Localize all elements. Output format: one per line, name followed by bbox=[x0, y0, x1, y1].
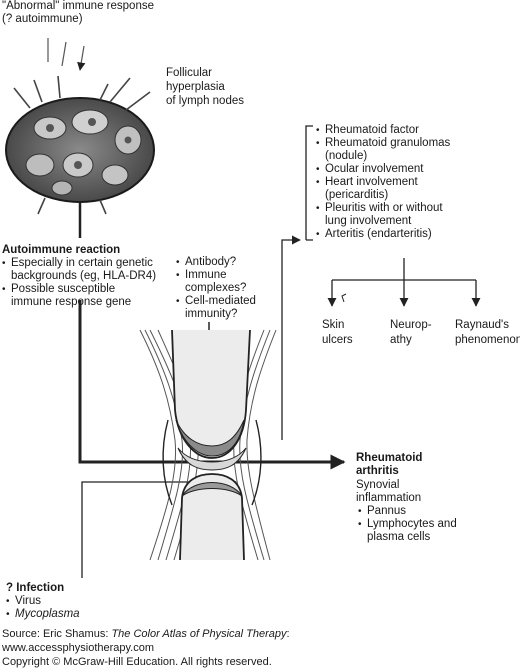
footer-url[interactable]: www.accessphysiotherapy.com bbox=[2, 642, 155, 654]
systemic-item: Pleuritis with or without lung involveme… bbox=[316, 202, 450, 228]
lymph-label-line2: hyperplasia bbox=[166, 81, 225, 93]
outcome-neuropathy: Neurop- athy bbox=[390, 318, 432, 348]
systemic-item: Rheumatoid granulomas (nodule) bbox=[316, 137, 450, 163]
source-prefix: Source: Eric Shamus: bbox=[2, 628, 112, 640]
systemic-connector bbox=[281, 235, 301, 440]
systemic-item: Ocular involvement bbox=[316, 163, 450, 176]
infection-arrow bbox=[81, 477, 237, 578]
outcome-arrows bbox=[327, 258, 481, 307]
infection-block: ? Infection Virus Mycoplasma bbox=[6, 582, 80, 621]
autoimmune-list: Especially in certain genetic background… bbox=[2, 257, 156, 309]
footer-source: Source: Eric Shamus: The Color Atlas of … bbox=[2, 627, 290, 641]
infection-heading: ? Infection bbox=[6, 582, 65, 594]
mechanisms-block: Antibody? Immune complexes? Cell-mediate… bbox=[176, 256, 256, 321]
infection-item: Mycoplasma bbox=[6, 608, 80, 621]
ra-title-line1: Rheumatoid bbox=[356, 452, 423, 464]
outcome-raynauds: Raynaud's phenomenon bbox=[455, 318, 520, 348]
outcome-line: phenomenon bbox=[455, 334, 520, 346]
top-label-line2: (? autoimmune) bbox=[2, 13, 83, 25]
infection-item: Virus bbox=[6, 595, 80, 608]
outcome-line: ulcers bbox=[322, 334, 353, 346]
systemic-item: Rheumatoid factor bbox=[316, 124, 450, 137]
mechanism-item: Antibody? bbox=[176, 256, 256, 269]
ra-list: Pannus Lymphocytes and plasma cells bbox=[358, 505, 457, 544]
systemic-list: Rheumatoid factor Rheumatoid granulomas … bbox=[316, 124, 450, 241]
ra-block: Rheumatoid arthritis Synovial inflammati… bbox=[356, 452, 457, 544]
autoimmune-item: Possible susceptible immune response gen… bbox=[2, 283, 156, 309]
ra-sub-line2: inflammation bbox=[356, 492, 422, 504]
lymph-node-illustration bbox=[5, 38, 155, 215]
infection-list: Virus Mycoplasma bbox=[6, 595, 80, 621]
source-suffix: : bbox=[286, 628, 290, 640]
joint-illustration bbox=[139, 329, 277, 561]
outcome-line: Skin bbox=[322, 319, 345, 331]
lymph-label-line1: Follicular bbox=[166, 67, 213, 79]
ra-item: Lymphocytes and plasma cells bbox=[358, 518, 457, 544]
mechanism-item: Cell-mediated immunity? bbox=[176, 295, 256, 321]
outcome-skin-ulcers: Skin ulcers bbox=[322, 318, 353, 348]
top-label-line1: "Abnormal" immune response bbox=[2, 0, 154, 12]
lymph-label-line3: of lymph nodes bbox=[166, 95, 244, 107]
autoimmune-heading: Autoimmune reaction bbox=[2, 244, 121, 256]
top-label: "Abnormal" immune response (? autoimmune… bbox=[2, 0, 154, 26]
mechanism-item: Immune complexes? bbox=[176, 269, 256, 295]
main-flow-arrow bbox=[78, 300, 346, 470]
systemic-bracket bbox=[305, 125, 313, 241]
ra-sub-line1: Synovial bbox=[356, 479, 400, 491]
mechanisms-list: Antibody? Immune complexes? Cell-mediate… bbox=[176, 256, 256, 321]
autoimmune-item: Especially in certain genetic background… bbox=[2, 257, 156, 283]
systemic-item: Arteritis (endarteritis) bbox=[316, 228, 450, 241]
outcome-line: Neurop- bbox=[390, 319, 432, 331]
systemic-block: Rheumatoid factor Rheumatoid granulomas … bbox=[316, 124, 450, 241]
outcome-line: athy bbox=[390, 334, 412, 346]
ra-item: Pannus bbox=[358, 505, 457, 518]
ra-title-line2: arthritis bbox=[356, 465, 399, 477]
lymph-node-label: Follicular hyperplasia of lymph nodes bbox=[166, 66, 244, 108]
source-title: The Color Atlas of Physical Therapy bbox=[111, 628, 287, 640]
outcome-line: Raynaud's bbox=[455, 319, 509, 331]
footer-copyright: Copyright © McGraw-Hill Education. All r… bbox=[2, 656, 272, 668]
systemic-item: Heart involvement (pericarditis) bbox=[316, 176, 450, 202]
autoimmune-block: Autoimmune reaction Especially in certai… bbox=[2, 244, 156, 309]
